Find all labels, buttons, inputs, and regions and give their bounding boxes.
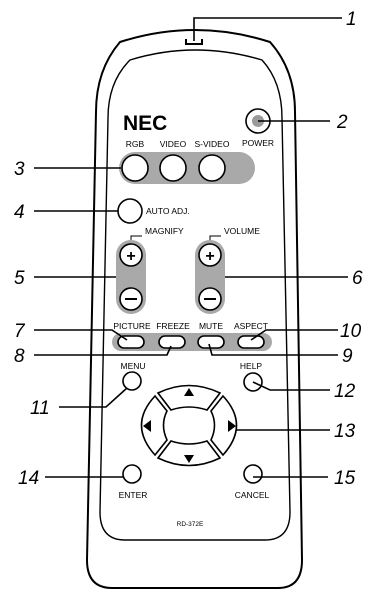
picture-button[interactable]	[117, 335, 145, 349]
volume-plus-button[interactable]	[198, 243, 222, 267]
svideo-label: S-VIDEO	[195, 139, 230, 149]
enter-label: ENTER	[119, 490, 148, 500]
aspect-label: ASPECT	[234, 321, 268, 331]
callout-9-leader	[208, 343, 338, 356]
callout-8: 8	[14, 346, 25, 367]
power-label: POWER	[242, 138, 274, 148]
callout-11-leader	[59, 387, 128, 408]
menu-button[interactable]	[122, 371, 142, 391]
menu-label: MENU	[120, 361, 145, 371]
callout-9: 9	[342, 346, 353, 367]
direction-pad	[140, 384, 238, 467]
volume-label: VOLUME	[224, 226, 260, 236]
aspect-button[interactable]	[237, 335, 265, 349]
magnify-plus-button[interactable]	[119, 243, 143, 267]
svideo-button[interactable]	[198, 154, 226, 182]
cancel-button[interactable]	[243, 464, 263, 484]
callout-6: 6	[352, 268, 363, 289]
rgb-label: RGB	[126, 139, 145, 149]
video-label: VIDEO	[160, 139, 187, 149]
callout-7-leader	[34, 329, 128, 341]
mute-button[interactable]	[197, 335, 225, 349]
down-arrow-icon	[184, 455, 194, 463]
model-label: RD-372E	[177, 521, 204, 528]
callout-15: 15	[334, 468, 356, 489]
callout-1: 1	[346, 9, 357, 30]
callout-3: 3	[14, 159, 25, 180]
freeze-label: FREEZE	[156, 321, 190, 331]
callout-4: 4	[14, 202, 25, 223]
cancel-label: CANCEL	[235, 490, 270, 500]
video-button[interactable]	[159, 154, 187, 182]
callout-10-leader	[250, 329, 338, 341]
function-row-shading	[112, 333, 272, 351]
plus-icon: +	[126, 248, 135, 265]
enter-button[interactable]	[122, 464, 142, 484]
callout-2: 2	[336, 112, 348, 133]
callout-14: 14	[18, 468, 39, 489]
callout-1-leader	[193, 17, 342, 41]
help-label: HELP	[240, 361, 263, 371]
up-button[interactable]	[156, 384, 222, 411]
rgb-button[interactable]	[121, 154, 149, 182]
callout-8-leader	[34, 345, 172, 356]
callout-leader-lines	[34, 17, 348, 478]
callout-13: 13	[334, 421, 356, 442]
picture-label: PICTURE	[113, 321, 151, 331]
callout-10: 10	[340, 321, 362, 342]
auto-adj-button[interactable]	[117, 198, 143, 224]
callout-12: 12	[334, 381, 356, 402]
ir-emitter	[185, 39, 203, 45]
callout-5: 5	[14, 268, 25, 289]
callout-7: 7	[14, 321, 26, 342]
right-arrow-icon	[228, 420, 236, 432]
auto-adj-label: AUTO ADJ.	[146, 206, 190, 216]
plus-icon: +	[205, 248, 214, 265]
up-arrow-icon	[184, 388, 194, 396]
mute-label: MUTE	[199, 321, 223, 331]
left-button[interactable]	[140, 394, 168, 457]
brand-logo: NEC	[123, 112, 167, 135]
freeze-button[interactable]	[158, 335, 186, 349]
magnify-label: MAGNIFY	[145, 226, 184, 236]
left-arrow-icon	[143, 420, 151, 432]
callout-12-leader	[252, 381, 330, 391]
callout-11: 11	[30, 398, 50, 419]
right-button[interactable]	[210, 394, 238, 457]
down-button[interactable]	[156, 440, 222, 467]
